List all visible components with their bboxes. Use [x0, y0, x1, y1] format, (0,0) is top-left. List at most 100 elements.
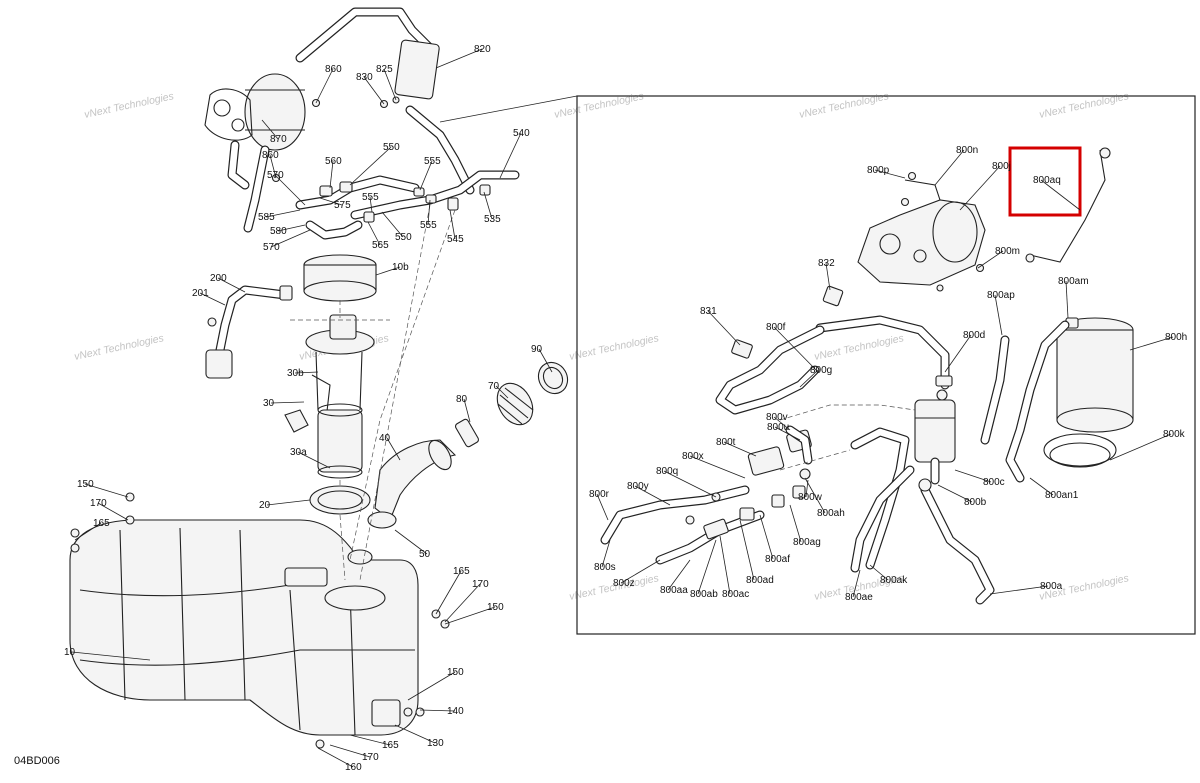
label-800x: 800x [682, 451, 704, 462]
leader-550 [349, 146, 392, 186]
leader-165 [435, 570, 462, 615]
label-800f: 800f [766, 322, 786, 333]
leader-800r [596, 493, 609, 521]
label-820: 820 [474, 44, 491, 55]
leader-800ae [852, 569, 861, 598]
label-20: 20 [259, 500, 271, 511]
leader-800k [1109, 433, 1172, 461]
label-800t: 800t [716, 437, 736, 448]
leader-130 [394, 724, 436, 744]
label-30b: 30b [287, 368, 304, 379]
leader-800s [601, 539, 611, 568]
part-labels: 8608308258208708605605505555405705755555… [64, 44, 1187, 773]
leader-30a [297, 451, 331, 469]
label-170: 170 [472, 579, 489, 590]
leader-800ag [789, 504, 802, 543]
label-800y: 800y [627, 481, 649, 492]
label-800ap: 800ap [987, 290, 1015, 301]
label-550: 550 [383, 142, 400, 153]
label-540: 540 [513, 128, 530, 139]
label-800ad: 800ad [746, 575, 774, 586]
label-831: 831 [700, 306, 717, 317]
leader-565 [367, 221, 381, 246]
filler-neck [367, 361, 569, 529]
leader-800ak [869, 564, 889, 581]
label-40: 40 [379, 433, 391, 444]
label-800ak: 800ak [880, 575, 908, 586]
watermark-text: vNext Technologies [813, 332, 905, 363]
leader-550 [381, 211, 404, 238]
leader-30 [270, 401, 305, 404]
label-860: 860 [325, 64, 342, 75]
leader-831 [707, 310, 741, 346]
leader-150 [84, 483, 129, 498]
leader-575 [319, 197, 343, 206]
leader-800af [759, 514, 774, 560]
label-80: 80 [456, 394, 468, 405]
leader-800x [689, 455, 746, 479]
leader-820 [435, 48, 483, 69]
label-800af: 800af [765, 554, 790, 565]
leader-560 [329, 160, 334, 189]
label-800j: 800j [992, 161, 1011, 172]
label-555: 555 [424, 156, 441, 167]
vent-lines [295, 170, 520, 240]
fuel-filter-line [600, 404, 916, 565]
label-170: 170 [90, 498, 107, 509]
label-140: 140 [447, 706, 464, 717]
label-200: 200 [210, 273, 227, 284]
highlight-800aq [1008, 146, 1082, 217]
leader-800ah [804, 477, 826, 514]
leader-800u [774, 426, 801, 441]
leader-165 [349, 734, 391, 746]
leader-150 [407, 671, 456, 701]
label-575: 575 [334, 200, 351, 211]
leader-800n [934, 149, 965, 186]
label-160: 160 [345, 762, 362, 773]
hoses-800ap-800an1 [980, 320, 1070, 483]
label-165: 165 [93, 518, 110, 529]
leader-555 [427, 199, 431, 226]
leader-30b [294, 371, 319, 374]
leader-825 [383, 68, 397, 101]
leader-170 [97, 502, 129, 521]
leader-800v [773, 416, 791, 431]
leader-140 [419, 709, 456, 712]
leader-860 [315, 68, 334, 104]
leader-860 [269, 154, 277, 179]
leader-800f [773, 326, 819, 373]
label-165: 165 [453, 566, 470, 577]
label-70: 70 [488, 381, 500, 392]
leader-170 [329, 744, 371, 758]
label-800n: 800n [956, 145, 978, 156]
label-800p: 800p [867, 165, 890, 176]
label-30a: 30a [290, 447, 307, 458]
watermark-text: vNext Technologies [73, 332, 165, 363]
leader-585 [265, 209, 301, 218]
leader-20 [266, 499, 311, 506]
watermark-text: vNext Technologies [83, 90, 175, 121]
purge-valve [914, 389, 956, 485]
label-170: 170 [362, 752, 379, 763]
leader-70 [495, 385, 509, 399]
label-50: 50 [419, 549, 431, 560]
leader-800ab [697, 539, 717, 595]
leader-80 [463, 398, 471, 423]
label-130: 130 [427, 738, 444, 749]
fuel-pump-assembly [284, 254, 377, 515]
leader-535 [483, 191, 493, 220]
label-560: 560 [325, 156, 342, 167]
label-30: 30 [263, 398, 275, 409]
label-150: 150 [447, 667, 464, 678]
label-800aa: 800aa [660, 585, 688, 596]
leader-570 [270, 229, 311, 248]
label-90: 90 [531, 344, 543, 355]
label-585: 585 [258, 212, 275, 223]
label-555: 555 [362, 192, 379, 203]
leader-545 [449, 209, 456, 240]
leader-90 [538, 348, 553, 373]
label-580: 580 [270, 226, 287, 237]
leader-800ad [739, 519, 755, 581]
label-800ae: 800ae [845, 592, 873, 603]
